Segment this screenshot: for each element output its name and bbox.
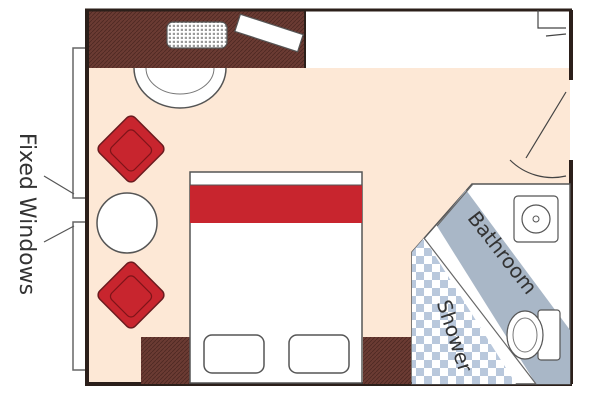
round-table bbox=[96, 192, 158, 254]
pillow-left bbox=[203, 334, 265, 374]
pillow-right bbox=[288, 334, 350, 374]
tray-icon bbox=[166, 21, 228, 49]
closet-area bbox=[305, 10, 570, 68]
window-pointer-line bbox=[43, 175, 75, 195]
notepad-icon bbox=[234, 13, 304, 53]
desk-stool bbox=[133, 67, 227, 109]
nightstand-left bbox=[141, 337, 190, 384]
bed bbox=[189, 171, 363, 384]
toilet-icon bbox=[506, 309, 561, 361]
fixed-windows-label: Fixed Windows bbox=[14, 133, 39, 295]
armchair-top bbox=[97, 115, 165, 183]
shower-floor bbox=[412, 238, 516, 384]
sink-icon bbox=[513, 195, 559, 243]
nightstand-right bbox=[363, 337, 411, 384]
entry-door bbox=[509, 10, 567, 179]
armchair-bottom bbox=[97, 261, 165, 329]
bed-runner bbox=[190, 185, 362, 223]
window-pointer-line bbox=[43, 225, 75, 243]
fixed-windows bbox=[43, 47, 88, 371]
